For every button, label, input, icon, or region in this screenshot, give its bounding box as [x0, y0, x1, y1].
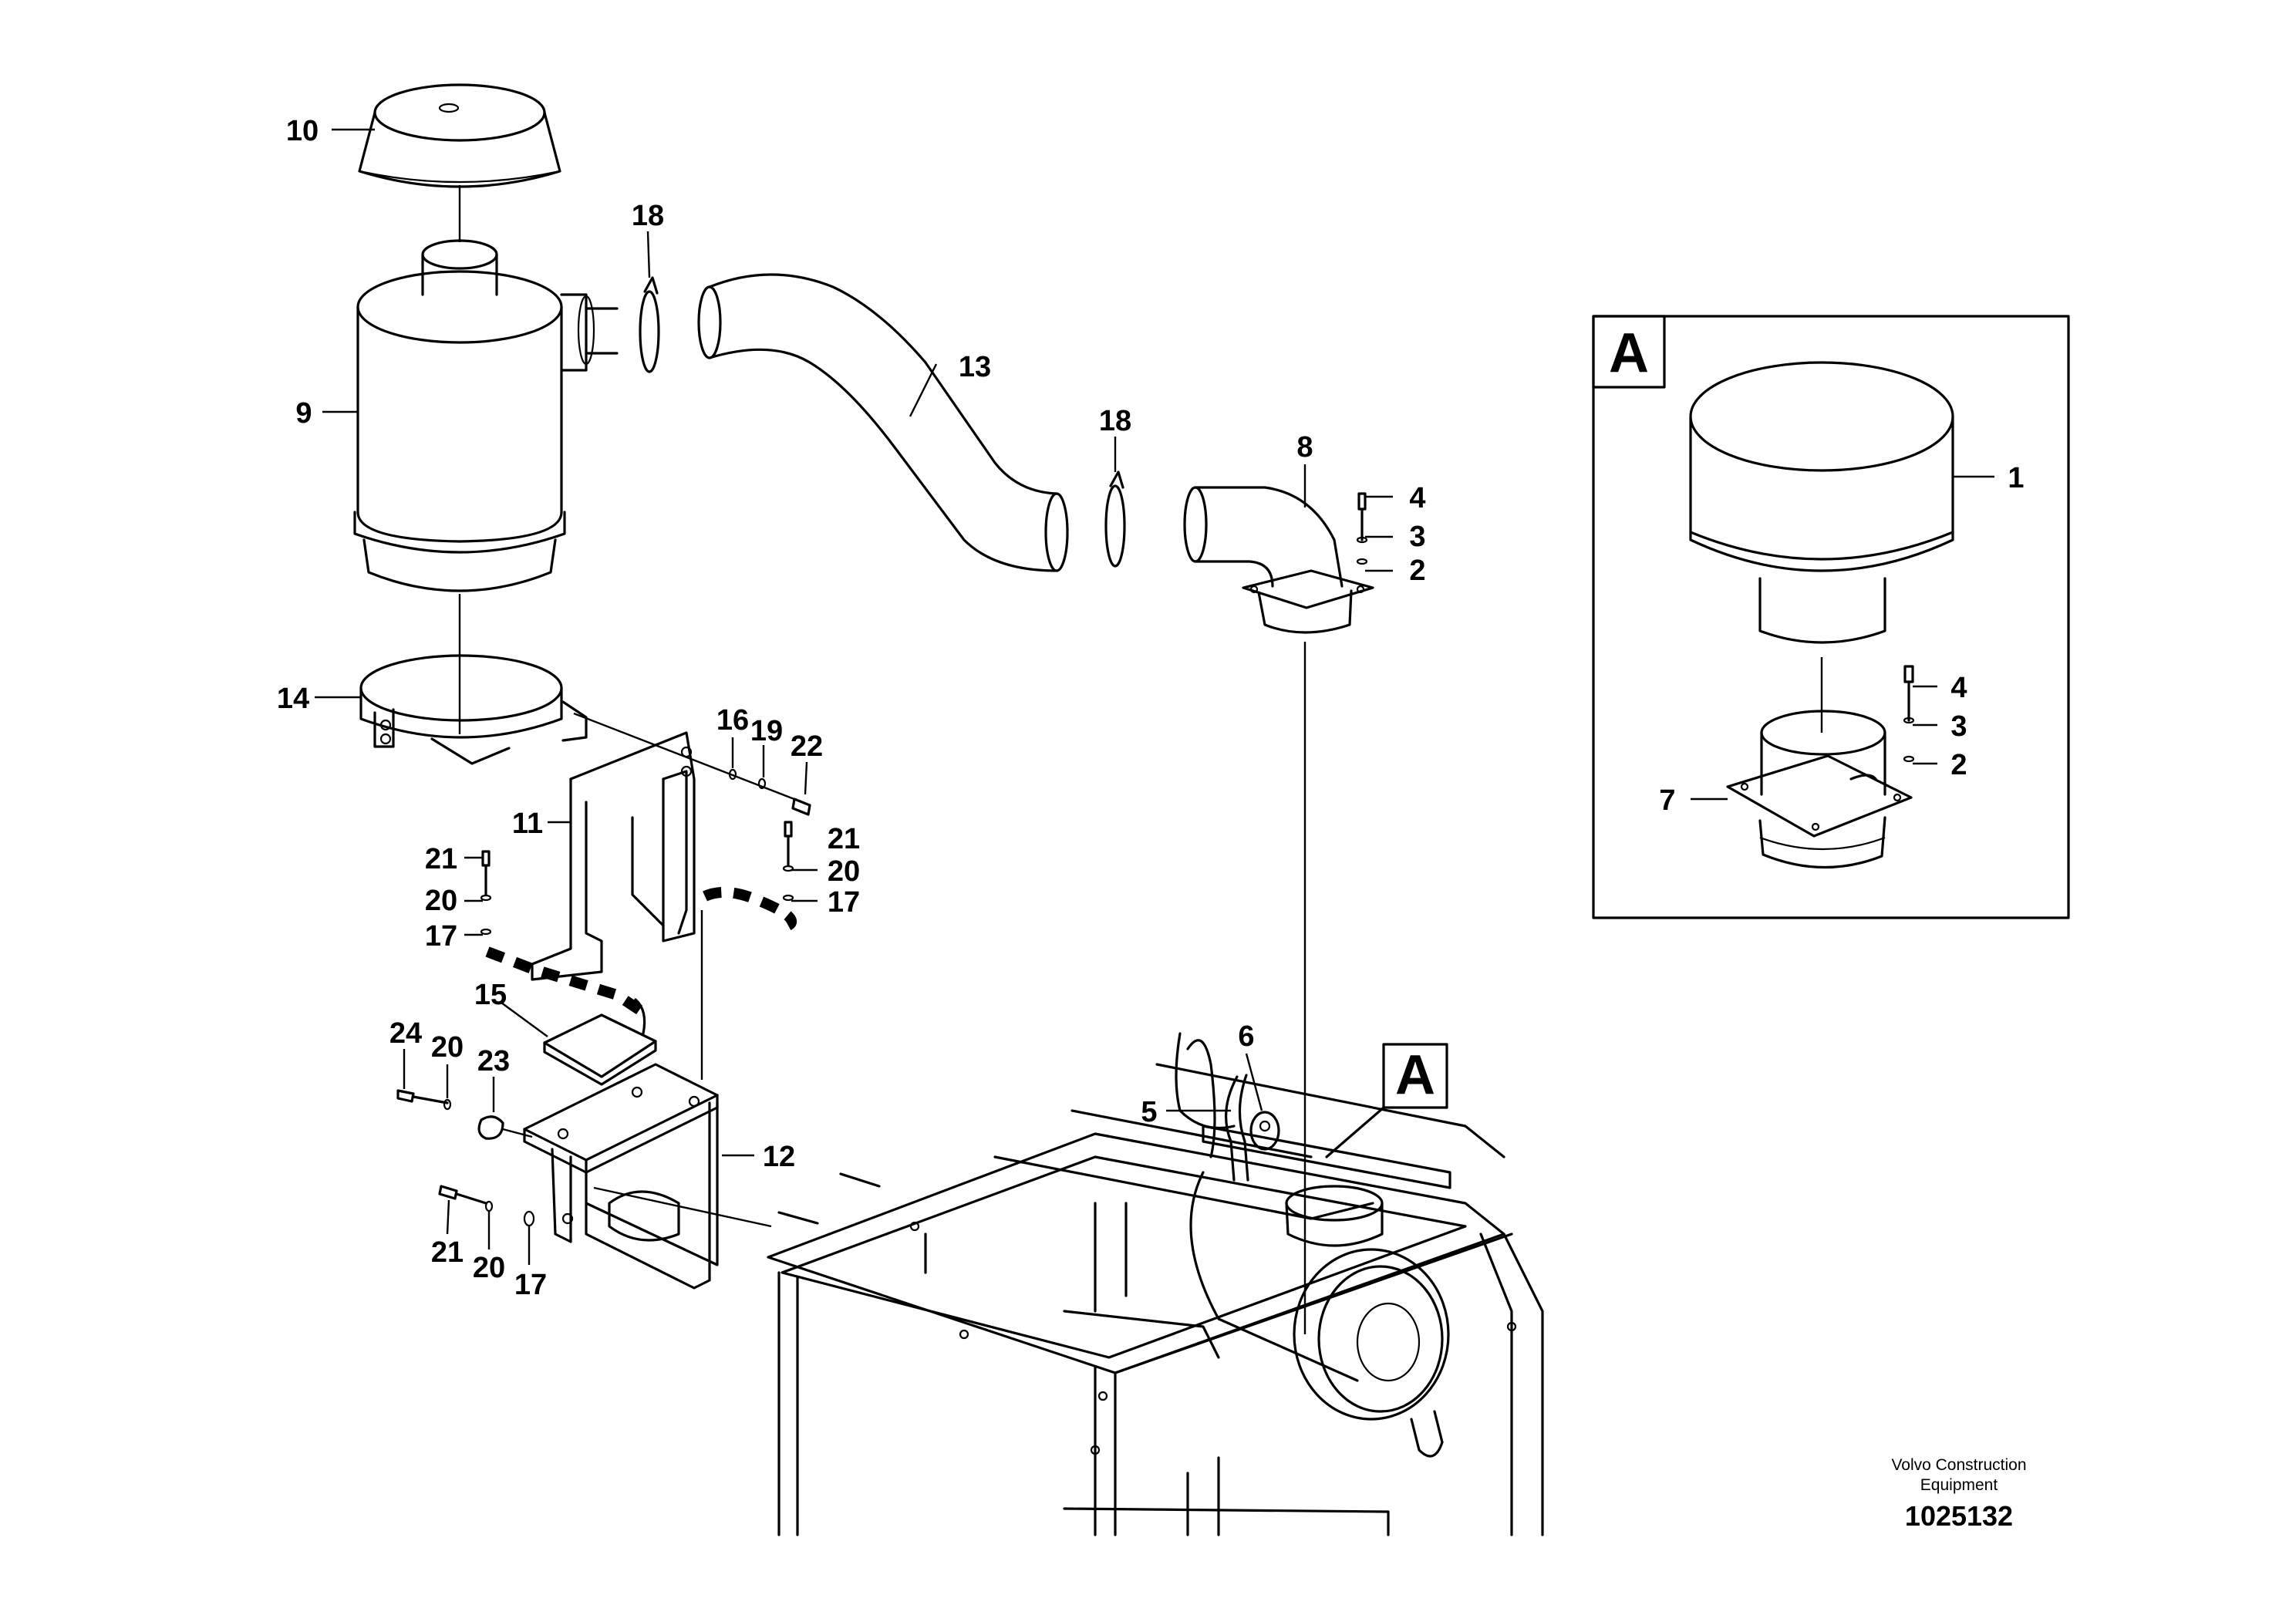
bracket-lower	[523, 1063, 772, 1290]
callout-14: 14	[277, 683, 309, 715]
callout-10: 10	[286, 115, 319, 147]
callout-3-detail: 3	[1950, 710, 1967, 743]
callout-20-right: 20	[828, 855, 860, 888]
installed-air-cleaner	[1175, 1032, 1450, 1458]
callout-18-right: 18	[1099, 405, 1131, 437]
callout-6: 6	[1238, 1020, 1254, 1053]
elbow-pipe	[1183, 486, 1374, 1334]
callout-22: 22	[791, 730, 823, 763]
callout-15: 15	[474, 979, 507, 1011]
callout-17-right: 17	[828, 886, 860, 919]
callout-20-mid: 20	[431, 1031, 464, 1064]
callout-19: 19	[750, 715, 783, 747]
footer-block: Volvo Construction Equipment 1025132	[1891, 1456, 2026, 1532]
air-cleaner	[353, 239, 619, 734]
bolt-washer-stack-22	[728, 768, 811, 816]
inlet-adapter	[1726, 710, 1913, 869]
callout-2-detail: 2	[1950, 749, 1967, 781]
bolt-washer-stack-21-left	[480, 850, 492, 936]
restriction-indicator	[1225, 1074, 1280, 1182]
callout-23: 23	[477, 1045, 510, 1077]
callout-13: 13	[959, 351, 991, 383]
callout-8: 8	[1296, 431, 1313, 464]
callout-9: 9	[295, 397, 312, 430]
callout-17-left: 17	[425, 920, 457, 953]
callout-4-detail: 4	[1950, 672, 1967, 704]
detail-a-callout-on-machine: A	[1325, 1043, 1448, 1158]
callout-20-bottom: 20	[473, 1252, 505, 1284]
callout-20-left: 20	[425, 885, 457, 917]
bolt-washer-stack-21-right	[782, 821, 794, 902]
callout-18-left: 18	[632, 200, 664, 232]
callout-1: 1	[2008, 462, 2024, 494]
callout-16: 16	[716, 704, 749, 737]
callout-11: 11	[512, 808, 543, 840]
alignment-dash-left	[485, 946, 643, 1015]
machine-frame	[767, 1063, 1544, 1536]
callout-17-bottom: 17	[514, 1269, 547, 1301]
callout-5: 5	[1141, 1096, 1157, 1128]
detail-bolt-washer-stack	[1903, 665, 1915, 763]
bracket-upper	[531, 712, 803, 981]
callout-12: 12	[763, 1141, 795, 1173]
manufacturer-line-1: Volvo Construction	[1891, 1456, 2026, 1474]
callout-7: 7	[1659, 784, 1675, 817]
prefilter-cap	[1689, 361, 1954, 733]
bolt-washer-stack-bottom	[438, 1185, 535, 1227]
detail-a-label: A	[1609, 322, 1649, 384]
manufacturer-line-2: Equipment	[1920, 1476, 1998, 1494]
callout-21-bottom: 21	[431, 1236, 464, 1269]
callout-leaders	[315, 128, 1994, 1265]
rain-cap	[358, 83, 561, 242]
callout-3: 3	[1409, 521, 1425, 553]
detail-a-frame: A	[1592, 315, 2070, 919]
illustration-number: 1025132	[1905, 1500, 2013, 1532]
mounting-band	[359, 654, 588, 765]
detail-a-label-small: A	[1395, 1044, 1435, 1106]
bolt-bushing-stack	[396, 1089, 533, 1140]
intake-hose	[697, 273, 1069, 572]
callout-2: 2	[1409, 555, 1425, 587]
cover-plate	[543, 998, 657, 1086]
callout-21-right: 21	[828, 823, 860, 855]
callout-4: 4	[1409, 482, 1425, 514]
callout-numbers: 10 9 14 18 18 13 8 4 3 2 11 16 19 22 21 …	[277, 115, 2025, 1301]
alignment-dash-right	[703, 886, 797, 931]
bolt-washer-stack-8	[1356, 492, 1368, 565]
hose-clamps	[639, 276, 1126, 568]
callout-24: 24	[389, 1017, 422, 1050]
callout-21-left: 21	[425, 843, 457, 875]
